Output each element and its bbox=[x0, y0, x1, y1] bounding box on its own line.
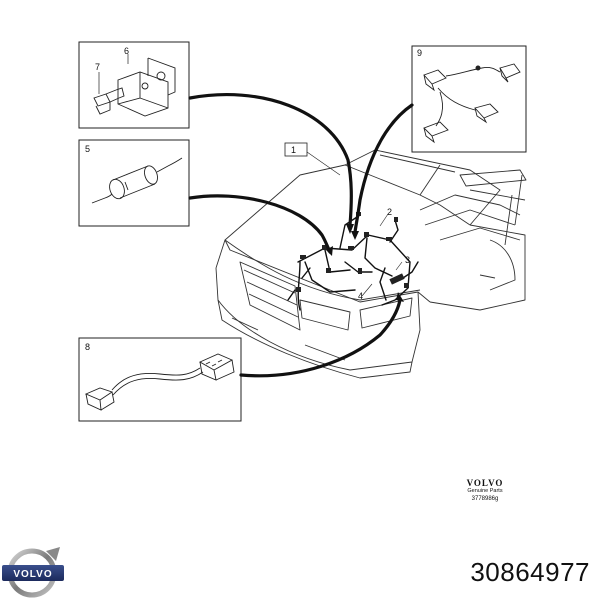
genuine-parts-label: Genuine Parts bbox=[467, 488, 503, 494]
detail-box-bracket bbox=[78, 41, 190, 129]
volvo-logo: VOLVO bbox=[2, 547, 64, 598]
volvo-logo-text: VOLVO bbox=[13, 569, 52, 580]
part-number: 30864977 bbox=[470, 557, 590, 587]
callout-5: 5 bbox=[85, 144, 90, 154]
leader-lines bbox=[188, 93, 414, 378]
leader-bracket bbox=[188, 93, 353, 227]
callout-box-1 bbox=[284, 142, 308, 157]
callout-4: 4 bbox=[358, 291, 363, 301]
leader-component bbox=[188, 194, 332, 254]
callout-leaders bbox=[306, 151, 403, 297]
callout-8: 8 bbox=[85, 342, 90, 352]
callout-7: 7 bbox=[95, 62, 100, 72]
illustration-code: 3778986g bbox=[471, 496, 499, 502]
volvo-wordmark: VOLVO bbox=[466, 478, 504, 488]
leader-arrowheads bbox=[326, 224, 404, 302]
callout-1: 1 bbox=[291, 145, 296, 155]
car-body bbox=[215, 149, 527, 379]
detail-box-lead bbox=[78, 337, 242, 422]
genuine-parts-block: VOLVO Genuine Parts 3778986g bbox=[450, 478, 520, 503]
leader-connectors bbox=[353, 103, 414, 234]
callout-2: 2 bbox=[387, 207, 392, 217]
callout-9: 9 bbox=[417, 48, 422, 58]
detail-box-component bbox=[78, 139, 190, 227]
leader-lead bbox=[239, 298, 402, 378]
detail-box-connectors bbox=[411, 45, 527, 153]
callout-6: 6 bbox=[124, 46, 129, 56]
callout-3: 3 bbox=[405, 255, 410, 265]
